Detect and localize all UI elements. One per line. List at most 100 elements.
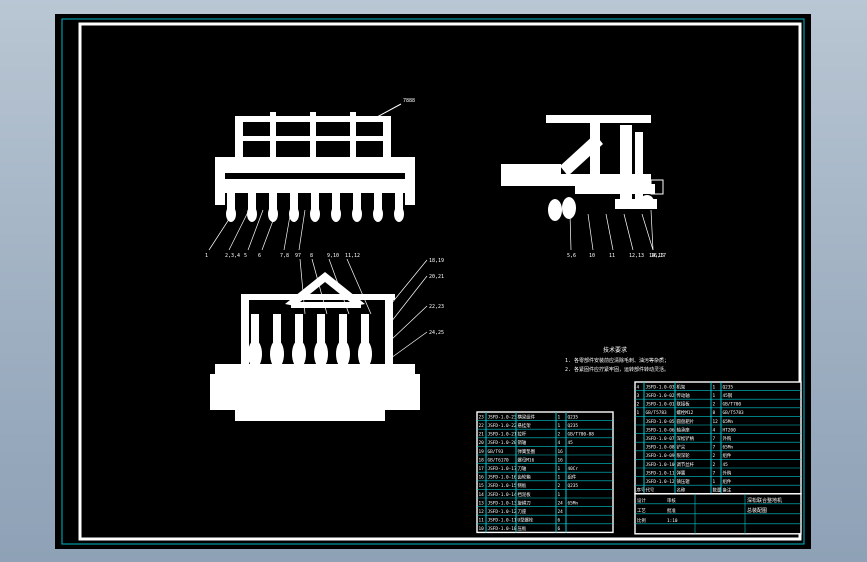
callout-label: 7,8 <box>280 253 289 259</box>
table-cell: 65Mn <box>723 419 734 425</box>
table-cell: 弹簧垫圈 <box>518 448 536 455</box>
front-view <box>215 103 415 222</box>
title-block-cell: 1:10 <box>667 518 678 524</box>
drawing-title: 深松联合整地机 <box>747 497 782 504</box>
table-cell: 限深轮 <box>677 452 691 459</box>
table-cell: 2 <box>713 453 716 459</box>
title-block-cell: 设计 <box>637 497 646 504</box>
table-cell: 4 <box>558 440 561 446</box>
table-cell: 45 <box>723 462 729 468</box>
table-cell: JSFD-1.0-22 <box>488 423 517 429</box>
table-cell: 调节丝杆 <box>677 461 695 468</box>
table-cell: 21 <box>479 432 485 438</box>
table-cell: 1 <box>558 492 561 498</box>
callout-label: 1 <box>205 253 208 259</box>
table-cell: 组件 <box>568 474 577 481</box>
table-cell: 圆盘耙片 <box>677 418 695 425</box>
table-cell: 螺母M16 <box>518 456 535 463</box>
table-cell: 65Mn <box>723 445 734 451</box>
table-cell: GB/T700 <box>723 402 742 408</box>
table-cell: 拉杆 <box>518 431 527 438</box>
table-cell: 11 <box>479 518 485 524</box>
table-cell: 深松铲柄 <box>677 435 695 442</box>
table-cell: 24 <box>558 509 564 515</box>
table-cell: 铲尖 <box>677 444 686 451</box>
table-cell: 3 <box>637 393 640 399</box>
inner-frame <box>78 22 802 541</box>
table-cell: 6 <box>558 518 561 524</box>
table-cell: 15 <box>479 483 485 489</box>
callout-label: 6 <box>258 253 261 259</box>
table-cell: 23 <box>479 414 485 420</box>
table-cell: 挡泥板 <box>518 491 532 498</box>
callout-label: 7888 <box>403 98 415 104</box>
table-cell: HT200 <box>723 427 737 433</box>
callout-label: 9,10 <box>327 253 339 259</box>
table-cell: JSFD-1.0-07 <box>646 436 675 442</box>
callout-label: 5,6 <box>567 253 576 259</box>
table-cell: 7 <box>713 436 716 442</box>
table-cell: 14 <box>479 492 485 498</box>
cad-drawing-canvas: 技术要求 1. 各零部件安装前应清除毛刺、油污等杂质； 2. 各紧固件应拧紧牢固… <box>55 14 811 549</box>
table-cell: 横梁组件 <box>518 413 536 420</box>
table-cell: Q235 <box>568 423 579 429</box>
table-cell: Q235 <box>568 483 579 489</box>
table-cell: 7 <box>713 445 716 451</box>
table-cell: 1 <box>558 475 561 481</box>
callout-label: 5 <box>244 253 247 259</box>
table-cell: 侧板 <box>518 482 527 489</box>
table-cell: JSFD-1.0-03 <box>646 384 675 390</box>
table-cell: 12 <box>713 419 719 425</box>
table-cell: 螺栓M12 <box>677 409 694 416</box>
table-cell: 16 <box>479 475 485 481</box>
table-cell: 13 <box>479 500 485 506</box>
drawing-subtitle: 总装配图 <box>747 507 767 514</box>
table-cell: 4 <box>637 384 640 390</box>
table-cell: 6 <box>558 526 561 532</box>
table-cell: JSFD-1.0-09 <box>646 453 675 459</box>
title-block-cell: 批准 <box>667 507 676 514</box>
table-cell: JSFD-1.0-12 <box>488 509 517 515</box>
table-cell: 22 <box>479 423 485 429</box>
table-cell: 外购 <box>723 469 732 476</box>
table-cell: 传动轴 <box>677 392 691 399</box>
table-cell: JSFD-1.0-15 <box>488 483 517 489</box>
table-cell: JSFD-1.0-11 <box>646 470 675 476</box>
table-cell: 名称 <box>677 487 686 494</box>
table-cell: 旋耕刀 <box>518 499 531 506</box>
table-cell: 45钢 <box>723 392 733 399</box>
callout-label: 11 <box>609 253 615 259</box>
table-cell: 刀轴 <box>518 465 527 472</box>
table-cell: 17 <box>479 466 485 472</box>
table-cell: JSFD-1.0-14 <box>488 492 517 498</box>
side-view <box>501 115 664 221</box>
table-cell: U型螺栓 <box>518 517 534 524</box>
callout-label: 9 <box>295 253 298 259</box>
note-line: 2. 各紧固件应拧紧牢固，运转部件转动灵活。 <box>565 366 669 373</box>
callout-label: 14,15 <box>649 253 664 259</box>
table-cell: 外购 <box>723 435 732 442</box>
table-cell: JSFD-1.0-13 <box>488 500 517 506</box>
callout-label: 24,25 <box>429 330 444 336</box>
table-cell: 16 <box>558 449 564 455</box>
table-cell: 镇压辊 <box>677 478 691 485</box>
callout-label: 7 <box>298 253 301 259</box>
table-cell: JSFD-1.0-06 <box>646 427 675 433</box>
table-cell: 8 <box>713 410 716 416</box>
table-cell: 65Mn <box>568 500 579 506</box>
table-cell: 18 <box>479 457 485 463</box>
table-cell: 2 <box>713 402 716 408</box>
table-cell: JSFD-1.0-02 <box>646 393 675 399</box>
table-cell: JSFD-1.0-08 <box>646 445 675 451</box>
callout-label: 12,13 <box>629 253 644 259</box>
table-cell: 联接板 <box>677 401 691 408</box>
table-cell: JSFD-1.0-12 <box>646 479 675 485</box>
callout-label: 18,19 <box>429 258 444 264</box>
table-cell: JSFD-1.0-10 <box>646 462 675 468</box>
callout-label: 10 <box>589 253 595 259</box>
table-cell: 数量 <box>713 487 722 494</box>
table-cell: 代号 <box>646 487 655 494</box>
